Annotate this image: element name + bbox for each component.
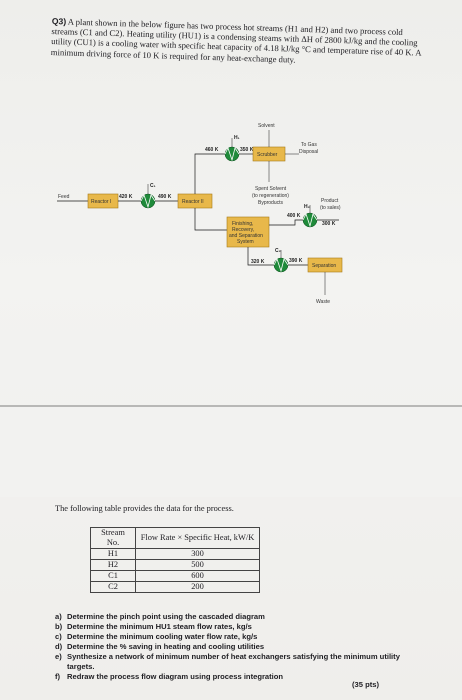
- h1-label: H₁: [234, 135, 240, 141]
- list-item: f) Redraw the process flow diagram using …: [55, 672, 415, 682]
- temp-320-label: 320 K: [251, 259, 265, 265]
- table-intro-text: The following table provides the data fo…: [55, 504, 234, 513]
- hx-c1-zigzag: [140, 193, 156, 209]
- waste-label: Waste: [316, 299, 330, 305]
- task-letter: a): [55, 612, 62, 621]
- temp-300-label: 300 K: [322, 221, 336, 227]
- cell-value: 500: [135, 559, 260, 571]
- cell-stream: H1: [90, 548, 136, 560]
- lower-page-band: [0, 407, 462, 497]
- product-sub-label: (to sales): [320, 205, 341, 211]
- list-item: d) Determine the % saving in heating and …: [55, 642, 415, 652]
- c2-label: C₂: [275, 248, 281, 254]
- finishing-to-h2-line: [269, 219, 303, 226]
- to-gas-label: To Gas: [301, 142, 317, 148]
- process-flow-diagram: Feed Reactor I 420 K C₁ 490 K Reactor II…: [55, 110, 435, 325]
- header-stream: Stream No.: [90, 527, 136, 549]
- task-text: Determine the minimum HU1 steam flow rat…: [67, 622, 252, 631]
- solvent-label: Solvent: [258, 123, 275, 129]
- finishing-line-2: Recovery,: [232, 227, 254, 233]
- r2-to-finishing-line: [194, 208, 227, 231]
- finishing-line-3: and Separation: [229, 233, 263, 239]
- page-divider: [0, 405, 462, 407]
- regeneration-label: (to regeneration): [252, 193, 289, 199]
- h2-label: H₂: [304, 204, 310, 210]
- header-flow: Flow Rate × Specific Heat, kW/K: [135, 527, 260, 549]
- task-text: Redraw the process flow diagram using pr…: [67, 672, 284, 681]
- table-header-row: Stream No. Flow Rate × Specific Heat, kW…: [90, 527, 260, 549]
- feed-label: Feed: [58, 194, 70, 200]
- temp-490-label: 490 K: [158, 194, 172, 200]
- finishing-to-c2-line: [247, 247, 274, 266]
- byproducts-label: Byproducts: [258, 200, 284, 206]
- table-row: C1 600: [90, 570, 260, 582]
- disposal-label: Disposal: [299, 149, 318, 155]
- task-letter: d): [55, 642, 63, 651]
- temp-400-label: 400 K: [287, 213, 301, 219]
- separation-label: Separation: [312, 263, 336, 269]
- cell-value: 200: [135, 581, 260, 593]
- task-letter: b): [55, 622, 63, 631]
- list-item: b) Determine the minimum HU1 steam flow r…: [55, 622, 415, 632]
- temp-350-label: 350 K: [240, 147, 254, 153]
- task-letter: c): [55, 632, 62, 641]
- task-list: a) Determine the pinch point using the ca…: [55, 612, 415, 682]
- cell-value: 600: [135, 570, 260, 582]
- hx-c2-zigzag: [273, 257, 289, 273]
- r2-to-h1-line: [194, 153, 225, 194]
- product-label: Product: [321, 198, 339, 204]
- cell-stream: C2: [90, 581, 136, 593]
- process-flow-svg: Feed Reactor I 420 K C₁ 490 K Reactor II…: [57, 123, 343, 305]
- temp-460-label: 460 K: [205, 147, 219, 153]
- table-row: C2 200: [90, 581, 260, 593]
- c1-label: C₁: [150, 183, 156, 189]
- question-text: Q3) A plant shown in the below figure ha…: [51, 16, 424, 68]
- task-text: Determine the pinch point using the casc…: [67, 612, 265, 621]
- scrubber-label: Scrubber: [257, 152, 278, 158]
- task-letter: f): [55, 672, 61, 681]
- hx-h2-zigzag: [302, 212, 318, 228]
- cell-value: 300: [135, 548, 260, 560]
- task-text: Determine the % saving in heating and co…: [67, 642, 265, 651]
- list-item: c) Determine the minimum cooling water fl…: [55, 632, 415, 642]
- reactor-2-label: Reactor II: [182, 199, 204, 205]
- cell-stream: H2: [90, 559, 136, 571]
- points-label: (35 pts): [352, 680, 380, 689]
- task-text: Synthesize a network of minimum number o…: [67, 652, 400, 671]
- cell-stream: C1: [90, 570, 136, 582]
- spent-solvent-label: Spent Solvent: [255, 186, 287, 192]
- table-row: H2 500: [90, 559, 260, 571]
- stream-data-table: Stream No. Flow Rate × Specific Heat, kW…: [90, 527, 260, 593]
- question-number: Q3): [51, 16, 67, 27]
- hx-h1-zigzag: [224, 146, 240, 162]
- list-item: e) Synthesize a network of minimum number…: [55, 652, 415, 672]
- temp-420-label: 420 K: [119, 194, 133, 200]
- finishing-line-4: System: [237, 239, 254, 245]
- question-body: A plant shown in the below figure has tw…: [50, 16, 422, 65]
- temp-390-label: 390 K: [289, 258, 303, 264]
- table-row: H1 300: [90, 548, 260, 560]
- finishing-line-1: Finishing,: [232, 221, 253, 227]
- list-item: a) Determine the pinch point using the ca…: [55, 612, 415, 622]
- task-letter: e): [55, 652, 62, 661]
- reactor-1-label: Reactor I: [91, 199, 111, 205]
- task-text: Determine the minimum cooling water flow…: [67, 632, 258, 641]
